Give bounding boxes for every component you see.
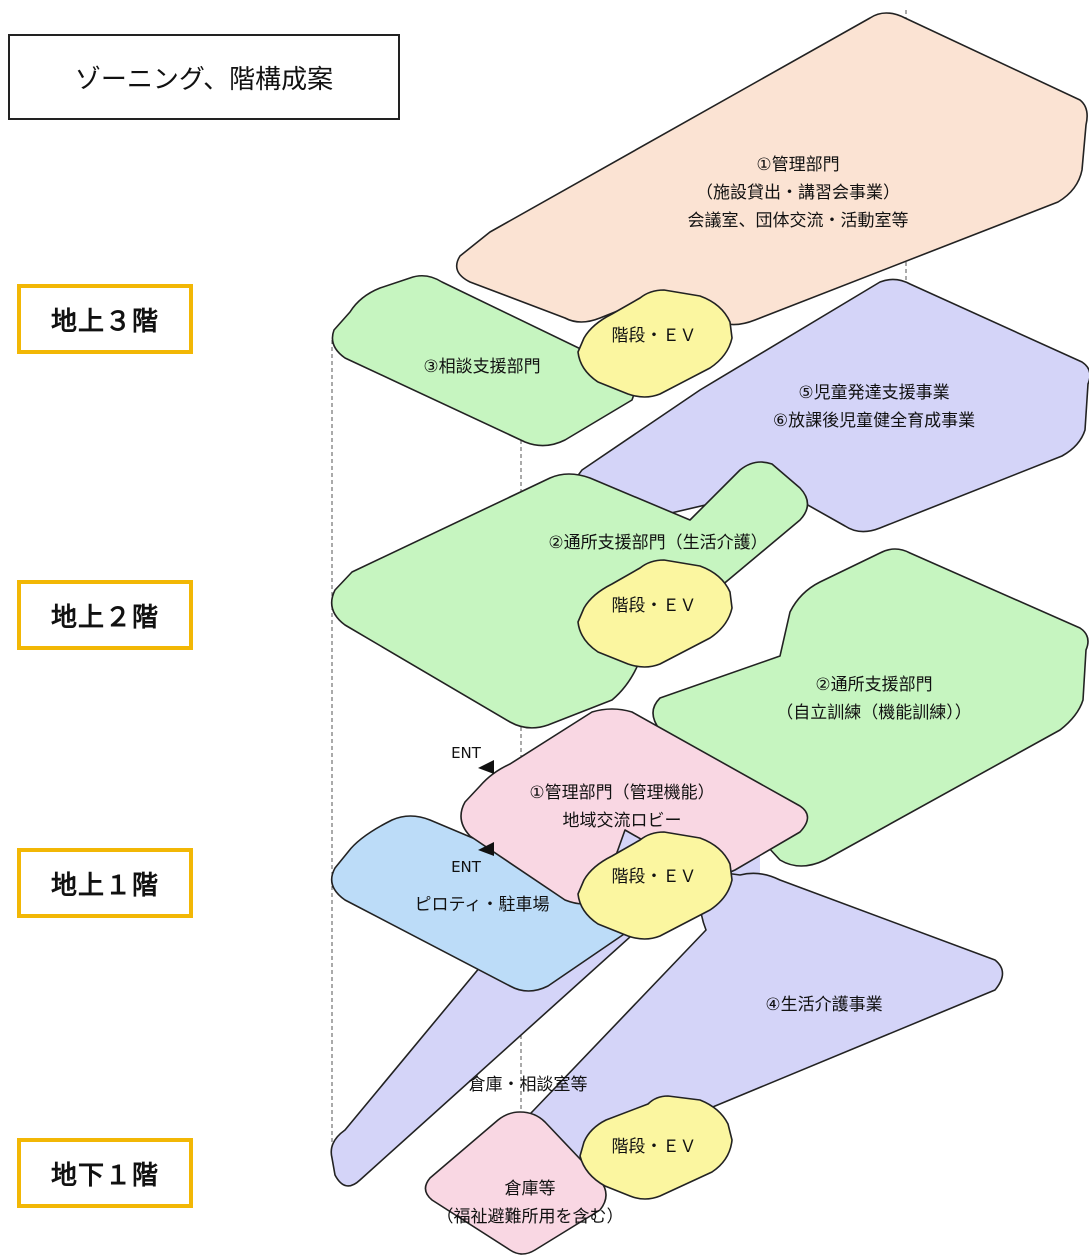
floor-label-1f: 地上１階 [17, 848, 193, 918]
day-life-2f-label: ②通所支援部門（生活介護） [548, 533, 767, 553]
child-2f-line2: ⑥放課後児童健全育成事業 [773, 411, 975, 431]
admin-3f-line2: （施設貸出・講習会事業） [696, 183, 900, 203]
day-training-1f-line1: ②通所支援部門 [815, 675, 932, 695]
ent-label-lower: ENT [451, 858, 482, 876]
admin-3f-line1: ①管理部門 [756, 155, 839, 175]
floor-label-2f: 地上２階 [17, 580, 193, 650]
zone-stairs-3f [577, 289, 733, 398]
entrance-arrow-icon-upper [478, 760, 494, 774]
consult-3f-label: ③相談支援部門 [423, 357, 540, 377]
zone-stairs-1f [577, 831, 733, 940]
storage-b1-line1: 倉庫等 [505, 1179, 556, 1199]
life-care-b1-label: ④生活介護事業 [765, 995, 882, 1015]
zone-stairs-2f [577, 559, 733, 668]
admin-3f-line3: 会議室、団体交流・活動室等 [688, 211, 909, 231]
day-training-1f-line2: （自立訓練（機能訓練）） [776, 703, 972, 723]
floor-label-3f: 地上３階 [17, 284, 193, 354]
storage-consult-b1-label: 倉庫・相談室等 [469, 1075, 588, 1095]
diagram-title: ゾーニング、階構成案 [8, 34, 400, 120]
zone-stairs-b1 [579, 1095, 733, 1200]
ent-label-upper: ENT [451, 744, 482, 762]
stairs-2f-label: 階段・ＥＶ [612, 596, 697, 616]
zone-piloti-1f [330, 815, 635, 992]
piloti-1f-label: ピロティ・駐車場 [415, 895, 550, 915]
floor-label-b1: 地下１階 [17, 1138, 193, 1208]
zone-consult-3f [331, 274, 636, 447]
entrance-arrow-icon-lower [478, 842, 494, 856]
stairs-1f-label: 階段・ＥＶ [612, 867, 697, 887]
zone-storage-b1 [424, 1111, 607, 1255]
admin-1f-line1: ①管理部門（管理機能） [529, 783, 714, 803]
admin-1f-line2: 地域交流ロビー [563, 811, 682, 831]
child-2f-line1: ⑤児童発達支援事業 [798, 383, 949, 403]
storage-b1-line2: （福祉避難所用を含む） [437, 1207, 624, 1227]
stairs-b1-label: 階段・ＥＶ [612, 1137, 697, 1157]
stairs-3f-label: 階段・ＥＶ [612, 326, 697, 346]
